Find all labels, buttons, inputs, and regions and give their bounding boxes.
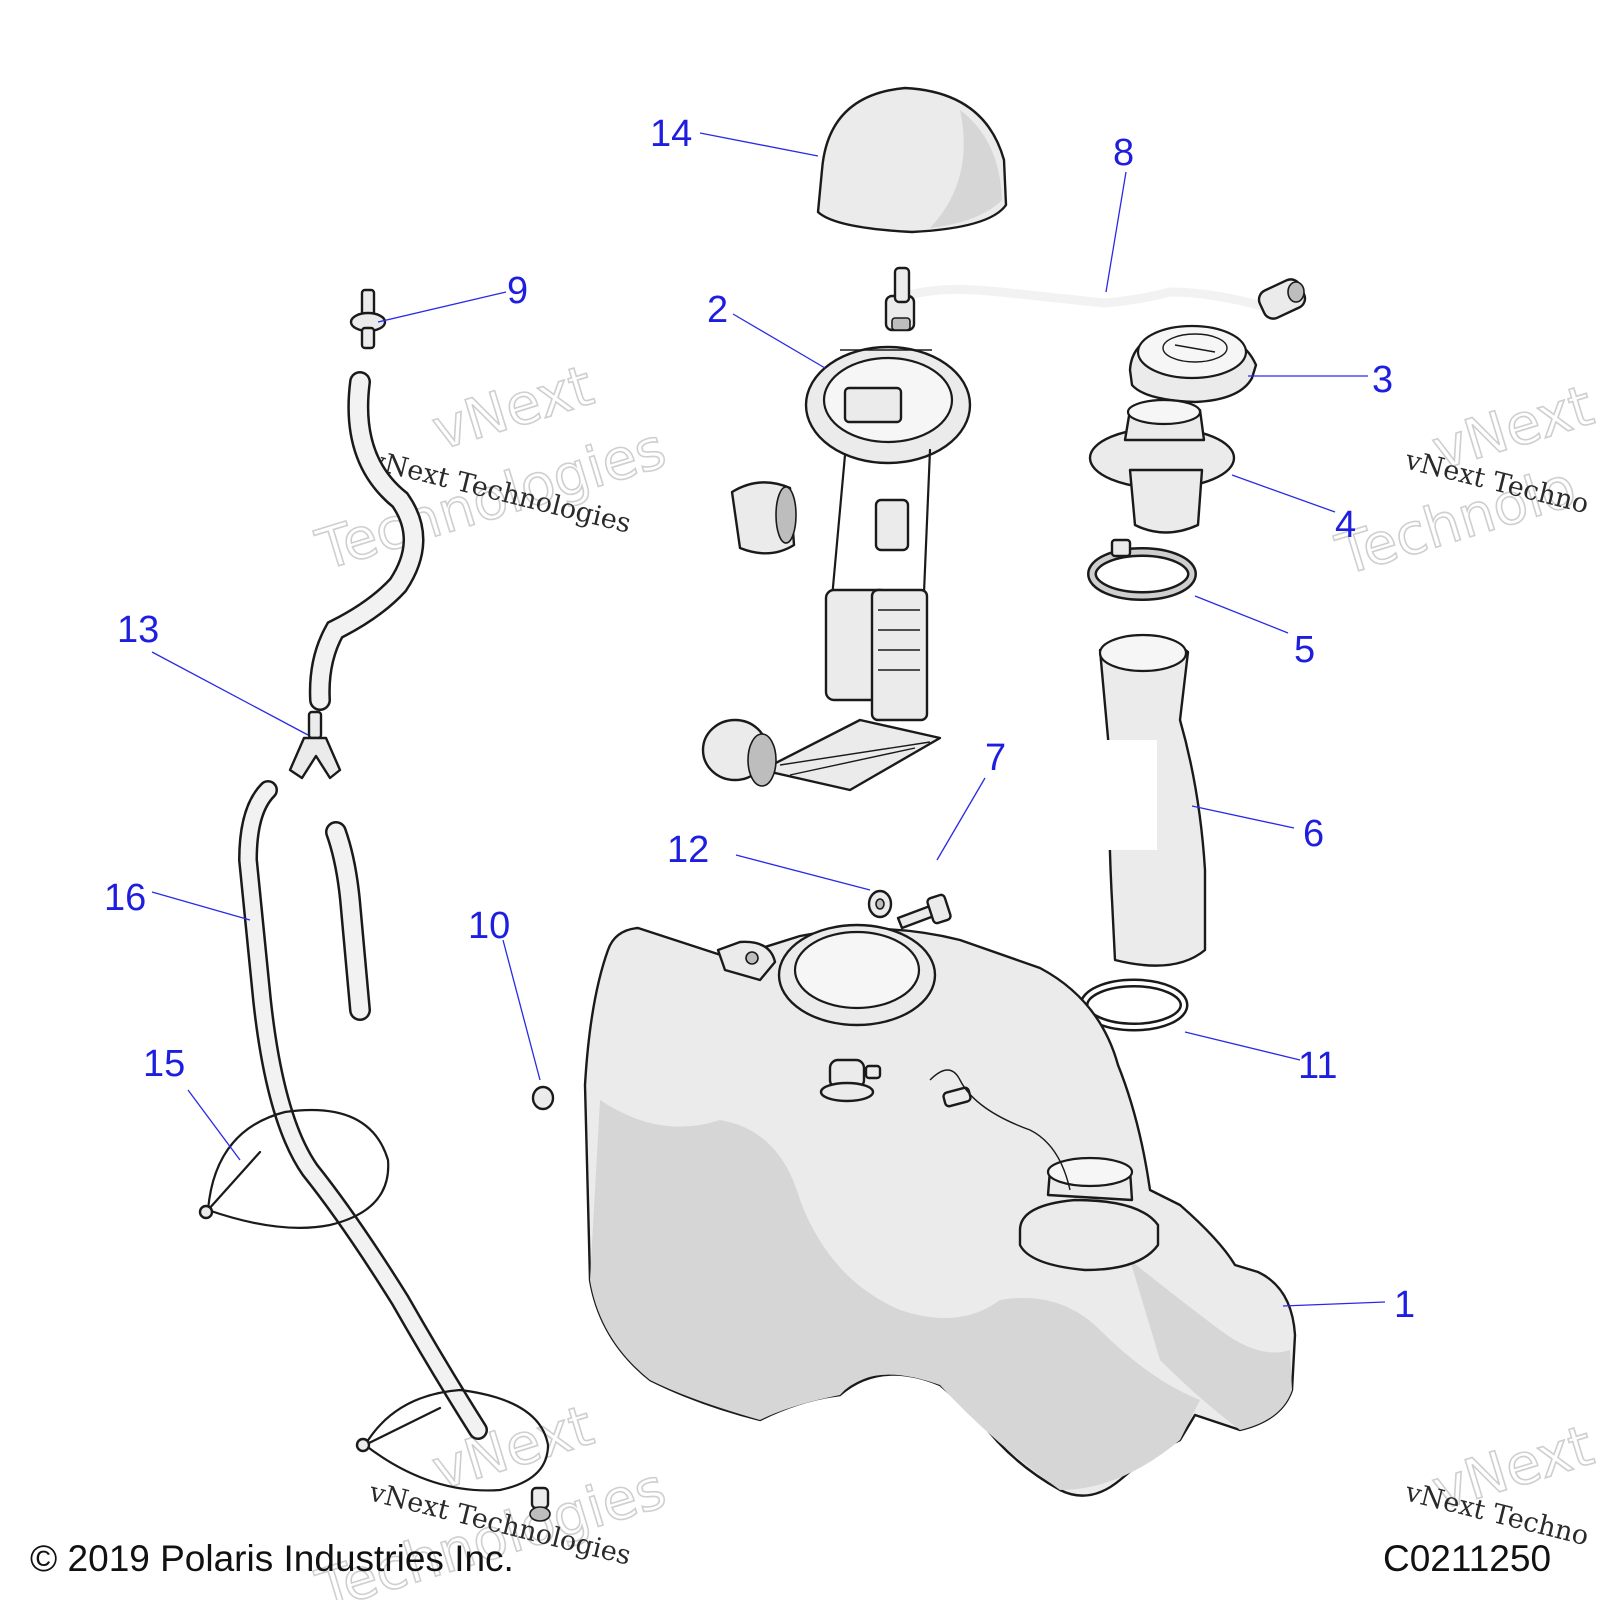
callout-13: 13 [117, 609, 159, 651]
part-1-fuel-tank [583, 923, 1297, 1497]
leader-12 [735, 854, 871, 891]
leader-6 [1191, 805, 1295, 829]
part-2-fuel-pump [701, 266, 972, 792]
part-12-washer [867, 889, 893, 919]
callouts: 14 8 9 2 3 4 5 6 7 12 13 16 10 11 15 1 [104, 113, 1415, 1326]
callout-8: 8 [1113, 132, 1134, 174]
vent-hose-upper [308, 371, 425, 711]
leader-5 [1194, 595, 1289, 634]
callout-3: 3 [1372, 359, 1393, 401]
leader-10 [502, 939, 541, 1081]
leader-16 [151, 891, 251, 921]
part-6-filler-hose [1095, 633, 1207, 967]
part-4-filler-neck [1088, 398, 1236, 534]
leader-13 [151, 651, 309, 736]
leader-9 [377, 291, 507, 323]
drawing-code: C0211250 [1383, 1538, 1552, 1579]
callout-7: 7 [985, 737, 1006, 779]
callout-12: 12 [667, 829, 709, 871]
copyright-notice: © 2019 Polaris Industries Inc. [30, 1538, 514, 1579]
leader-14 [699, 132, 819, 157]
leader-11 [1184, 1031, 1301, 1061]
part-8-vent-hose [884, 278, 1307, 332]
watermark-bottom-right: vNext vNext Techno [1401, 1413, 1600, 1553]
part-7-bolt [896, 893, 952, 930]
leader-4 [1231, 474, 1336, 513]
callout-16: 16 [104, 877, 146, 919]
callout-9: 9 [507, 270, 528, 312]
callout-11: 11 [1298, 1045, 1337, 1087]
part-13-y-fitting [288, 710, 342, 780]
callout-5: 5 [1294, 629, 1315, 671]
callout-4: 4 [1335, 504, 1356, 546]
part-14-foam-pad [816, 86, 1008, 234]
part-15-strap [198, 1108, 551, 1522]
leader-1 [1282, 1301, 1386, 1307]
callout-1: 1 [1394, 1284, 1415, 1326]
leader-8 [1105, 171, 1127, 293]
callout-15: 15 [143, 1043, 185, 1085]
part-10-nut [531, 1085, 555, 1111]
callout-10: 10 [468, 905, 510, 947]
leader-7 [936, 777, 986, 861]
leader-2 [732, 313, 826, 369]
leader-lines [151, 132, 1386, 1307]
part-9-check-valve [349, 288, 387, 350]
leader-15 [187, 1089, 241, 1161]
part-16-drain-tube [237, 780, 488, 1440]
watermark-top-right: vNext Technolo vNext Techno [1328, 373, 1600, 590]
callout-2: 2 [707, 289, 728, 331]
part-3-fuel-cap [1128, 324, 1258, 404]
vent-hose-short [325, 821, 371, 1021]
callout-6: 6 [1303, 813, 1324, 855]
part-5-clamp [1087, 538, 1197, 601]
callout-14: 14 [650, 113, 692, 155]
